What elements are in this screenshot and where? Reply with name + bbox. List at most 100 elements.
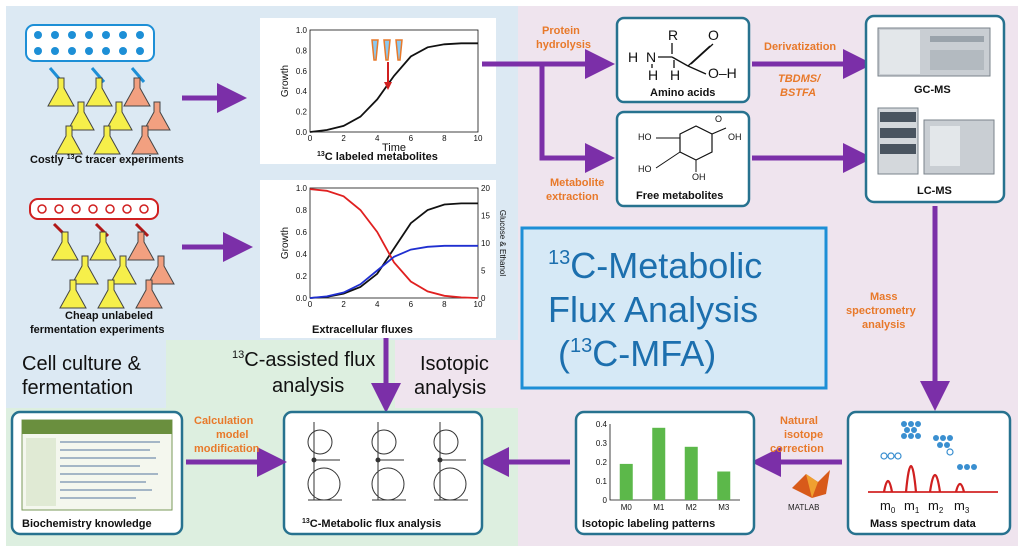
shikimate-structure: HO HO OH O OH <box>638 114 742 182</box>
flask-icon <box>143 101 171 131</box>
series-line <box>309 244 478 299</box>
flask-icon <box>55 125 83 155</box>
modification-label: modification <box>194 443 260 455</box>
flask-icon <box>85 77 113 107</box>
y-tick-label: 0.0 <box>296 128 308 137</box>
svg-text:m0: m0 <box>880 498 896 515</box>
flask-icon <box>105 101 133 131</box>
flask-icon <box>123 77 151 107</box>
svg-text:MATLAB: MATLAB <box>788 503 819 512</box>
flask-icon <box>59 279 87 309</box>
extracellular-caption: Extracellular fluxes <box>312 324 413 336</box>
flask-icon <box>51 231 79 261</box>
svg-text:H: H <box>628 49 638 65</box>
flask-icon <box>147 255 175 285</box>
matlab-logo: MATLAB <box>788 470 830 512</box>
lcms-instrument-icon <box>877 107 995 175</box>
mass-spec-label-2: spectrometry <box>846 305 917 317</box>
svg-text:m1: m1 <box>904 498 920 515</box>
tracer-flasks <box>47 77 171 155</box>
flask-icon <box>71 255 99 285</box>
amino-acids-box <box>615 16 751 104</box>
flask-icon <box>131 125 159 155</box>
x-tick-label: 6 <box>409 300 414 309</box>
y2-tick-label: 10 <box>481 239 490 248</box>
flask-icon <box>47 77 75 107</box>
gcms-caption: GC-MS <box>914 84 951 96</box>
free-metabolites-box <box>615 110 751 208</box>
x-tick-label: M0 <box>621 503 633 512</box>
mass-spec-label-3: analysis <box>862 319 905 331</box>
flask-icon <box>67 101 95 131</box>
bstfa-label: BSTFA <box>780 87 816 99</box>
svg-text:OH: OH <box>692 172 706 182</box>
y-tick-label: 0.1 <box>596 477 608 486</box>
region-fermentation-label: fermentation <box>22 377 133 399</box>
x-tick-label: M2 <box>686 503 698 512</box>
y2-tick-label: 20 <box>481 184 490 193</box>
y-axis-label: Growth <box>280 65 291 97</box>
flask-icon <box>109 255 137 285</box>
flask-icon <box>93 125 121 155</box>
y-tick-label: 0.4 <box>296 250 308 259</box>
natural-isotope-label-2: isotope <box>784 429 823 441</box>
x-axis-label: Time <box>382 142 406 154</box>
y-tick-label: 0.2 <box>596 458 608 467</box>
cell-culture-label-bg <box>6 340 166 408</box>
bar-m2 <box>684 446 698 500</box>
tracer-plate <box>25 24 155 83</box>
svg-text:R: R <box>668 27 678 43</box>
y-tick-label: 1.0 <box>296 26 308 35</box>
y-tick-label: 0.6 <box>296 228 308 237</box>
x-tick-label: 2 <box>341 300 346 309</box>
y-tick-label: 0 <box>603 496 608 505</box>
amino-acids-caption: Amino acids <box>650 87 715 99</box>
x-tick-label: 4 <box>375 300 380 309</box>
y-axis-label: Growth <box>280 227 291 259</box>
series-line <box>309 188 479 299</box>
natural-isotope-label: Natural <box>780 415 818 427</box>
labeled-metabolites-caption: 13C labeled metabolites <box>317 151 438 163</box>
x-tick-label: 0 <box>308 134 313 143</box>
arrow-to-free-metabolites <box>539 64 615 173</box>
x-tick-label: 8 <box>442 134 447 143</box>
extracellular-chart-panel <box>260 180 496 338</box>
isotopic-label-bg <box>395 340 518 408</box>
x-tick-label: 10 <box>474 134 483 143</box>
y-tick-label: 0.2 <box>296 272 308 281</box>
bar-m3 <box>717 471 731 500</box>
y2-tick-label: 5 <box>481 267 486 276</box>
metabolic-network-sketches <box>307 422 468 501</box>
bar-m1 <box>652 427 666 500</box>
svg-text:N: N <box>646 49 656 65</box>
svg-text:m2: m2 <box>928 498 944 515</box>
region-cell-culture-label: Cell culture & <box>22 353 142 375</box>
y-tick-label: 1.0 <box>296 184 308 193</box>
plot-frame <box>309 29 479 133</box>
natural-isotope-label-3: correction <box>770 443 824 455</box>
y-tick-label: 0.3 <box>596 439 608 448</box>
svg-text:O: O <box>715 114 722 124</box>
x-tick-label: 0 <box>308 300 313 309</box>
flask-icon <box>89 231 117 261</box>
x-tick-label: M1 <box>653 503 665 512</box>
title-line-2: Flux Analysis <box>548 289 758 330</box>
mass-spectrum-box <box>846 410 1012 536</box>
flask-icon <box>135 279 163 309</box>
metabolite-extraction-label-2: extraction <box>546 191 599 203</box>
x-tick-label: 8 <box>442 300 447 309</box>
region-assisted-label-2: analysis <box>272 375 344 397</box>
isotopic-patterns-caption: Isotopic labeling patterns <box>582 518 715 530</box>
tbdms-label: TBDMS/ <box>778 73 822 85</box>
metabolite-extraction-label: Metabolite <box>550 177 604 189</box>
title-box <box>520 226 828 390</box>
title-line-1: 13C-Metabolic <box>548 245 762 286</box>
y-tick-label: 0.8 <box>296 46 308 55</box>
series-line <box>309 42 478 133</box>
x-tick-label: 4 <box>375 134 380 143</box>
protein-hydrolysis-label: Protein <box>542 25 580 37</box>
